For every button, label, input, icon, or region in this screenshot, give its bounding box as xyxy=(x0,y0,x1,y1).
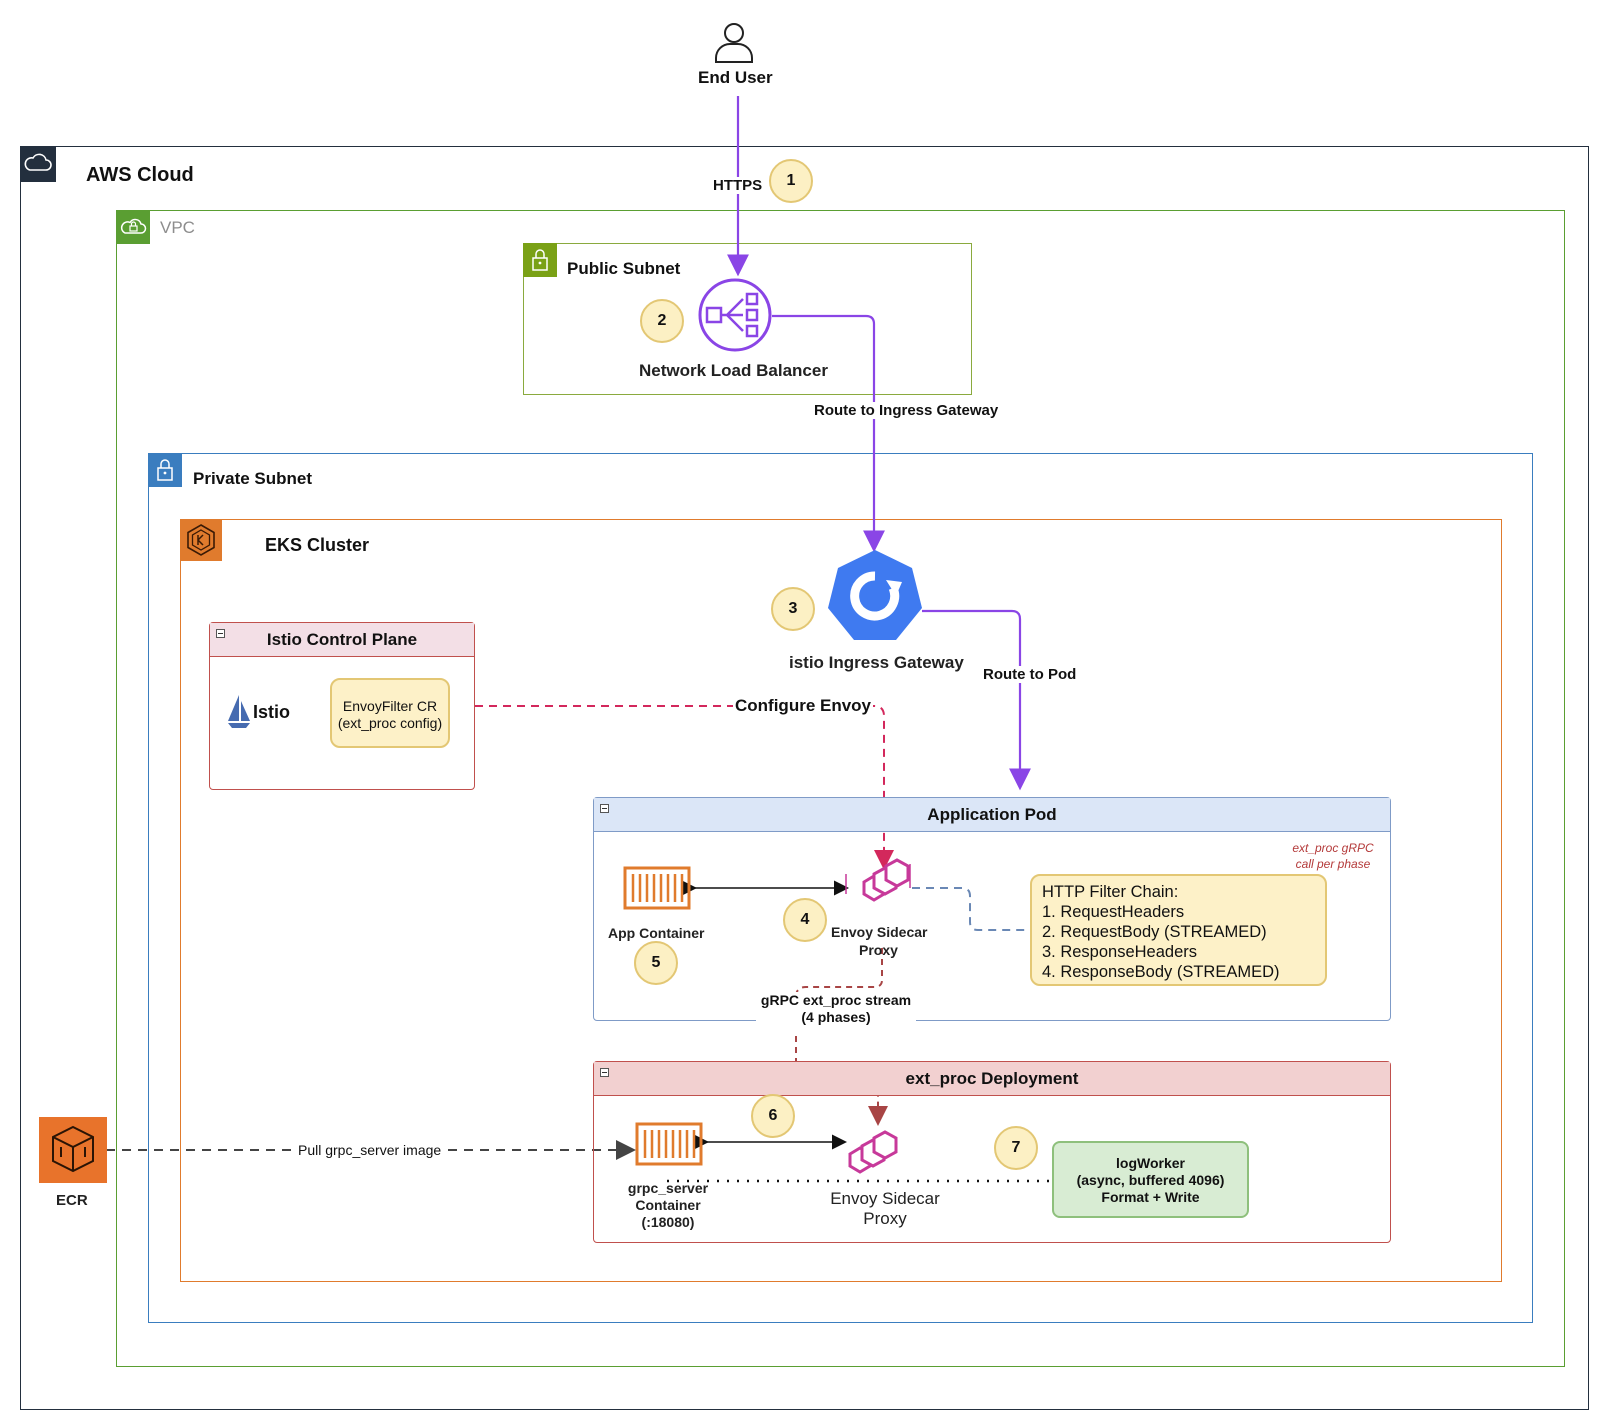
filter-chain-item: 3. ResponseHeaders xyxy=(1042,943,1198,961)
grpc-stream-line2: (4 phases) xyxy=(801,1009,871,1025)
app-pod-title: Application Pod xyxy=(927,805,1057,824)
http-filter-chain-note: HTTP Filter Chain: 1. RequestHeaders 2. … xyxy=(1030,874,1327,986)
logworker-line3: Format + Write xyxy=(1101,1189,1200,1205)
app-container-label: App Container xyxy=(608,925,705,941)
app-pod-header: Application Pod xyxy=(594,798,1390,832)
collapse-icon[interactable] xyxy=(216,629,225,638)
edge-label-grpc-stream: gRPC ext_proc stream (4 phases) xyxy=(756,992,916,1026)
ext-proc-note-line2: call per phase xyxy=(1295,857,1371,871)
istio-sail-icon xyxy=(226,695,252,729)
container-icon xyxy=(635,1122,703,1166)
grpc-server-line1: grpc_server xyxy=(627,1180,709,1196)
ext-proc-deployment-group: ext_proc Deployment xyxy=(593,1061,1391,1243)
logworker-line1: logWorker xyxy=(1116,1155,1185,1171)
filter-chain-title: HTTP Filter Chain: xyxy=(1042,883,1179,901)
logworker-box: logWorker (async, buffered 4096) Format … xyxy=(1052,1141,1249,1218)
ingress-label: istio Ingress Gateway xyxy=(789,653,964,672)
ext-proc-header: ext_proc Deployment xyxy=(594,1062,1390,1096)
edge-envoy-filter xyxy=(912,887,1028,931)
edge-configure-envoy xyxy=(475,705,894,870)
istio-label: Istio xyxy=(253,702,291,722)
aws-cloud-group xyxy=(20,146,1589,1410)
ext-proc-call-note: ext_proc gRPC call per phase xyxy=(1278,840,1388,872)
edge-label-route-pod: Route to Pod xyxy=(981,666,1079,683)
step-badge-6: 6 xyxy=(751,1094,795,1138)
filter-chain-item: 4. ResponseBody (STREAMED) xyxy=(1042,963,1280,981)
istio-cp-header: Istio Control Plane xyxy=(210,623,474,657)
edge-label-route-ingress: Route to Ingress Gateway xyxy=(812,402,1001,419)
nlb-label: Network Load Balancer xyxy=(639,361,828,380)
step-badge-3: 3 xyxy=(771,587,815,631)
grpc-server-label: grpc_server Container (:18080) xyxy=(618,1180,718,1231)
envoy-proxy-icon xyxy=(846,1130,914,1182)
application-pod-group: Application Pod xyxy=(593,797,1391,1021)
eks-label: EKS Cluster xyxy=(265,535,370,555)
step-badge-4: 4 xyxy=(783,898,827,942)
user-icon xyxy=(713,20,755,64)
public-subnet-label: Public Subnet xyxy=(567,259,681,278)
eks-icon xyxy=(180,519,222,561)
private-subnet-label: Private Subnet xyxy=(193,469,313,488)
app-envoy-label-1: Envoy Sidecar xyxy=(831,924,928,940)
edge-route-ingress xyxy=(772,314,885,553)
aws-cloud-label: AWS Cloud xyxy=(86,164,194,186)
vpc-group xyxy=(116,210,1565,1367)
container-icon xyxy=(623,866,691,910)
grpc-server-line3: (:18080) xyxy=(641,1214,695,1230)
envoyfilter-line2: (ext_proc config) xyxy=(337,715,443,731)
ecr-icon xyxy=(39,1117,107,1183)
step-badge-5: 5 xyxy=(634,941,678,985)
load-balancer-icon xyxy=(697,277,773,353)
istio-control-plane-group: Istio Control Plane xyxy=(209,622,475,790)
envoyfilter-cr-note: EnvoyFilter CR (ext_proc config) xyxy=(330,678,450,748)
edge-label-configure-envoy: Configure Envoy xyxy=(733,696,874,716)
vpc-cloud-lock-icon xyxy=(116,210,150,244)
logworker-line2: (async, buffered 4096) xyxy=(1076,1172,1225,1188)
edge-label-pull-image: Pull grpc_server image xyxy=(296,1142,444,1158)
ext-envoy-line2: Proxy xyxy=(863,1209,907,1228)
edge-route-pod xyxy=(922,609,1031,791)
ext-envoy-label: Envoy Sidecar Proxy xyxy=(820,1189,950,1229)
end-user-label: End User xyxy=(698,68,773,87)
cloud-icon xyxy=(20,146,56,182)
grpc-stream-line1: gRPC ext_proc stream xyxy=(760,992,912,1008)
envoyfilter-line1: EnvoyFilter CR xyxy=(342,698,438,714)
vpc-label: VPC xyxy=(160,218,195,237)
istio-cp-title: Istio Control Plane xyxy=(266,630,418,649)
grpc-server-line2: Container xyxy=(635,1197,701,1213)
step-badge-2: 2 xyxy=(640,299,684,343)
public-subnet-lock-icon xyxy=(523,243,557,277)
step-badge-7: 7 xyxy=(994,1126,1038,1170)
app-envoy-label-2: Proxy xyxy=(859,942,898,958)
ext-proc-title: ext_proc Deployment xyxy=(905,1069,1079,1088)
collapse-icon[interactable] xyxy=(600,804,609,813)
edge-label-https: HTTPS xyxy=(711,177,765,194)
collapse-icon[interactable] xyxy=(600,1068,609,1077)
envoy-proxy-icon xyxy=(844,858,912,910)
ext-proc-note-line1: ext_proc gRPC xyxy=(1292,841,1374,855)
filter-chain-item: 1. RequestHeaders xyxy=(1042,903,1185,921)
eks-cluster-group xyxy=(180,519,1502,1282)
ecr-label: ECR xyxy=(56,1192,88,1209)
filter-chain-item: 2. RequestBody (STREAMED) xyxy=(1042,923,1267,941)
private-subnet-lock-icon xyxy=(148,453,182,487)
ext-envoy-line1: Envoy Sidecar xyxy=(830,1189,940,1208)
step-badge-1: 1 xyxy=(769,159,813,203)
public-subnet-group xyxy=(523,243,972,395)
private-subnet-group xyxy=(148,453,1533,1323)
kubernetes-ingress-icon xyxy=(826,548,924,644)
